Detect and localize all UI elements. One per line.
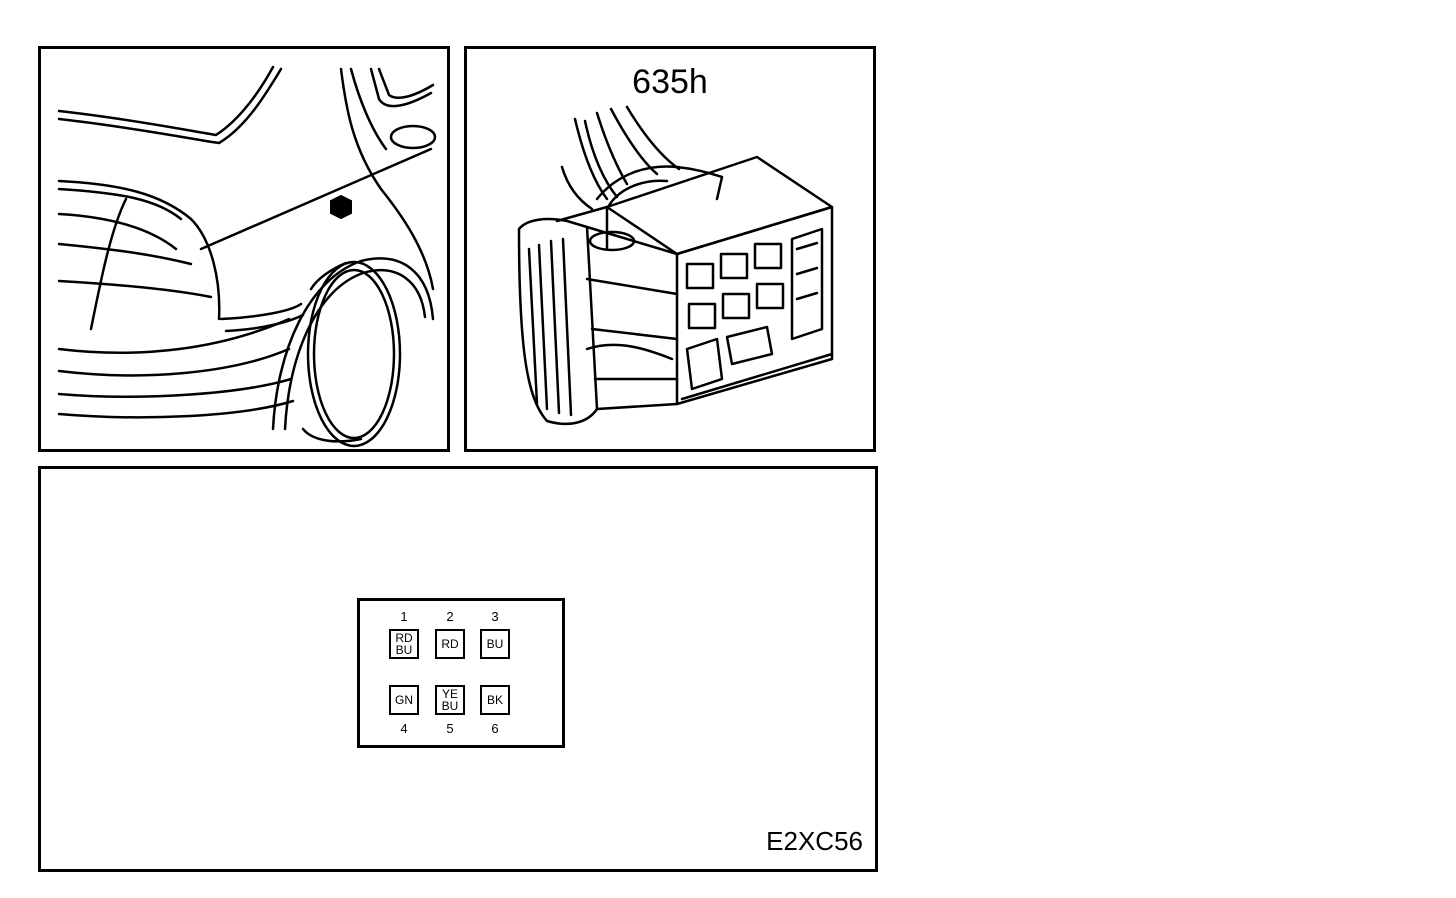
pin-number-1: 1 <box>400 609 408 624</box>
pin-2-color-top: RD <box>441 637 459 651</box>
pin-6: BK <box>480 685 510 715</box>
pin-5-color-bottom: BU <box>441 699 459 713</box>
pin-4: GN <box>389 685 419 715</box>
pin-number-5: 5 <box>446 721 454 736</box>
pin-1: RD BU <box>389 629 419 659</box>
connector-drawing <box>517 105 834 426</box>
pinout-panel: 1 2 3 RD BU RD BU GN YE BU BK 4 5 6 E2XC… <box>38 466 878 872</box>
pin-number-2: 2 <box>446 609 454 624</box>
pin-number-6: 6 <box>491 721 499 736</box>
figure-id: E2XC56 <box>766 826 863 856</box>
vehicle-rear-drawing <box>57 65 437 448</box>
pin-4-color-top: GN <box>395 693 413 707</box>
connector-panel: 635h <box>464 46 876 452</box>
pin-number-4: 4 <box>400 721 408 736</box>
pin-3: BU <box>480 629 510 659</box>
pin-2: RD <box>435 629 465 659</box>
vehicle-location-panel <box>38 46 450 452</box>
connector-title: 635h <box>632 63 708 101</box>
connector-pin-face: 1 2 3 RD BU RD BU GN YE BU BK 4 5 6 <box>357 598 565 748</box>
pin-3-color-top: BU <box>486 637 504 651</box>
pin-1-color-top: RD <box>395 631 413 645</box>
pin-5: YE BU <box>435 685 465 715</box>
pin-5-color-top: YE <box>441 687 458 701</box>
pin-6-color-top: BK <box>486 693 503 707</box>
pin-number-3: 3 <box>491 609 499 624</box>
pin-1-color-bottom: BU <box>395 643 413 657</box>
